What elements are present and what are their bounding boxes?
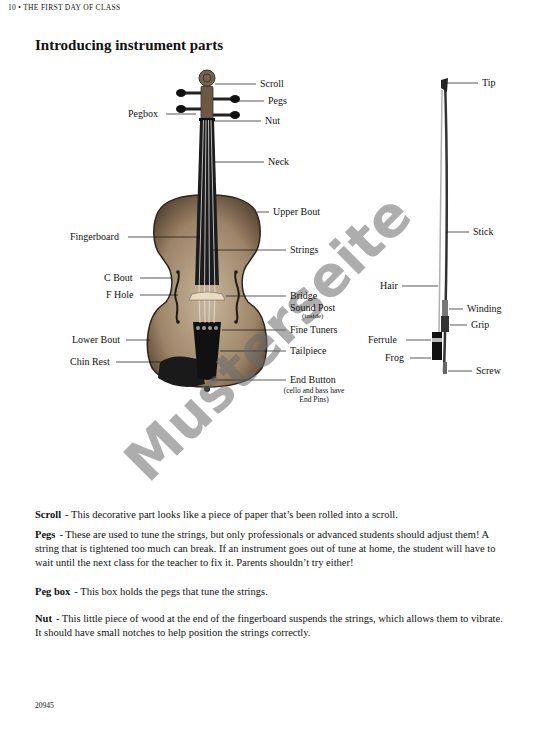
nut (199, 118, 215, 121)
leader-line (257, 212, 269, 213)
bow-frog (432, 332, 442, 360)
part-label: Upper Bout (273, 206, 320, 218)
page-code: 20945 (35, 701, 54, 711)
peg (213, 98, 232, 101)
part-note: (inside) (302, 312, 323, 321)
term: Pegs (35, 529, 55, 540)
part-label: Bridge (290, 290, 317, 302)
term: Scroll (35, 509, 61, 520)
leader-line (126, 340, 150, 341)
leader-line (128, 237, 200, 238)
f-hole-end (176, 270, 180, 274)
bow-part-label: Hair (380, 280, 398, 292)
leader-line (410, 358, 431, 359)
leader-line (212, 121, 261, 122)
peg-head (230, 111, 240, 119)
f-hole (175, 272, 179, 322)
pegbox (201, 86, 213, 120)
bow-tip (441, 78, 448, 92)
leader-line (238, 101, 264, 102)
definition: - This decorative part looks like a piec… (65, 509, 398, 520)
definition: - This little piece of wood at the end o… (35, 613, 503, 638)
fine-tuner (196, 326, 200, 330)
bow-part-label: Tip (482, 77, 496, 89)
peg-head (176, 105, 186, 113)
f-hole-end (234, 320, 238, 324)
leader-line (166, 114, 196, 115)
leader-line (212, 250, 286, 251)
part-label: End Button (290, 374, 336, 386)
leader-line (215, 84, 256, 85)
part-label: Nut (265, 115, 280, 127)
paragraph: Peg box - This box holds the pegs that tu… (35, 585, 505, 599)
part-label: Fingerboard (70, 231, 119, 243)
bow-screw (443, 362, 447, 374)
paragraph: Pegs- These are used to tune the strings… (35, 528, 505, 570)
bow-grip (441, 316, 449, 332)
bow-part-label: Winding (467, 303, 502, 315)
leader-line (406, 340, 431, 341)
leader-line (447, 232, 469, 233)
definition: - These are used to tune the strings, bu… (35, 529, 495, 568)
part-label: Chin Rest (70, 356, 110, 368)
part-label: Pegbox (128, 108, 158, 120)
peg-head (176, 89, 186, 97)
scroll-spiral (203, 74, 211, 82)
part-label: Strings (290, 244, 318, 256)
peg-head (230, 95, 240, 103)
f-hole-end (234, 270, 238, 274)
term: Nut (35, 613, 52, 624)
leader-line (402, 286, 438, 287)
running-header: 10 • THE FIRST DAY OF CLASS (8, 3, 120, 13)
peg (184, 108, 201, 111)
peg (213, 114, 232, 117)
paragraph: Nut- This little piece of wood at the en… (35, 612, 505, 640)
fine-tuner (202, 326, 206, 330)
bow-winding (442, 300, 448, 316)
peg (184, 92, 201, 95)
fine-tuner (214, 326, 218, 330)
leader-line (140, 295, 178, 296)
leader-line (450, 325, 467, 326)
leader-line (447, 83, 478, 84)
f-hole-end (176, 320, 180, 324)
part-label: F Hole (106, 289, 134, 301)
bow-part-label: Stick (473, 226, 494, 238)
leader-line (116, 362, 160, 363)
f-hole (235, 272, 239, 322)
definition: - This box holds the pegs that tune the … (74, 586, 267, 597)
part-note: (cello and bass have End Pins) (279, 386, 349, 404)
part-label: Scroll (260, 78, 284, 90)
fine-tuner (208, 326, 212, 330)
bow-part-label: Ferrule (368, 334, 397, 346)
bow-ferrule (432, 338, 442, 342)
leader-line (140, 278, 172, 279)
part-label: Tailpiece (290, 345, 327, 357)
bow-part-label: Frog (385, 352, 404, 364)
bridge (189, 292, 225, 300)
scroll (199, 70, 215, 86)
leader-line (214, 162, 264, 163)
fingerboard (195, 120, 219, 285)
part-label: Fine Tuners (290, 324, 338, 336)
paragraph: Scroll - This decorative part looks like … (35, 508, 505, 522)
leader-line (448, 371, 472, 372)
part-label: Pegs (268, 95, 287, 107)
section-heading: Introducing instrument parts (35, 36, 223, 54)
part-label: Neck (268, 156, 289, 168)
leader-line (449, 309, 463, 310)
part-label: Lower Bout (72, 334, 120, 346)
bow-hair (439, 90, 442, 336)
bow-part-label: Screw (476, 365, 501, 377)
part-label: C Bout (104, 272, 133, 284)
bow-part-label: Grip (471, 319, 489, 331)
term: Peg box (35, 586, 70, 597)
